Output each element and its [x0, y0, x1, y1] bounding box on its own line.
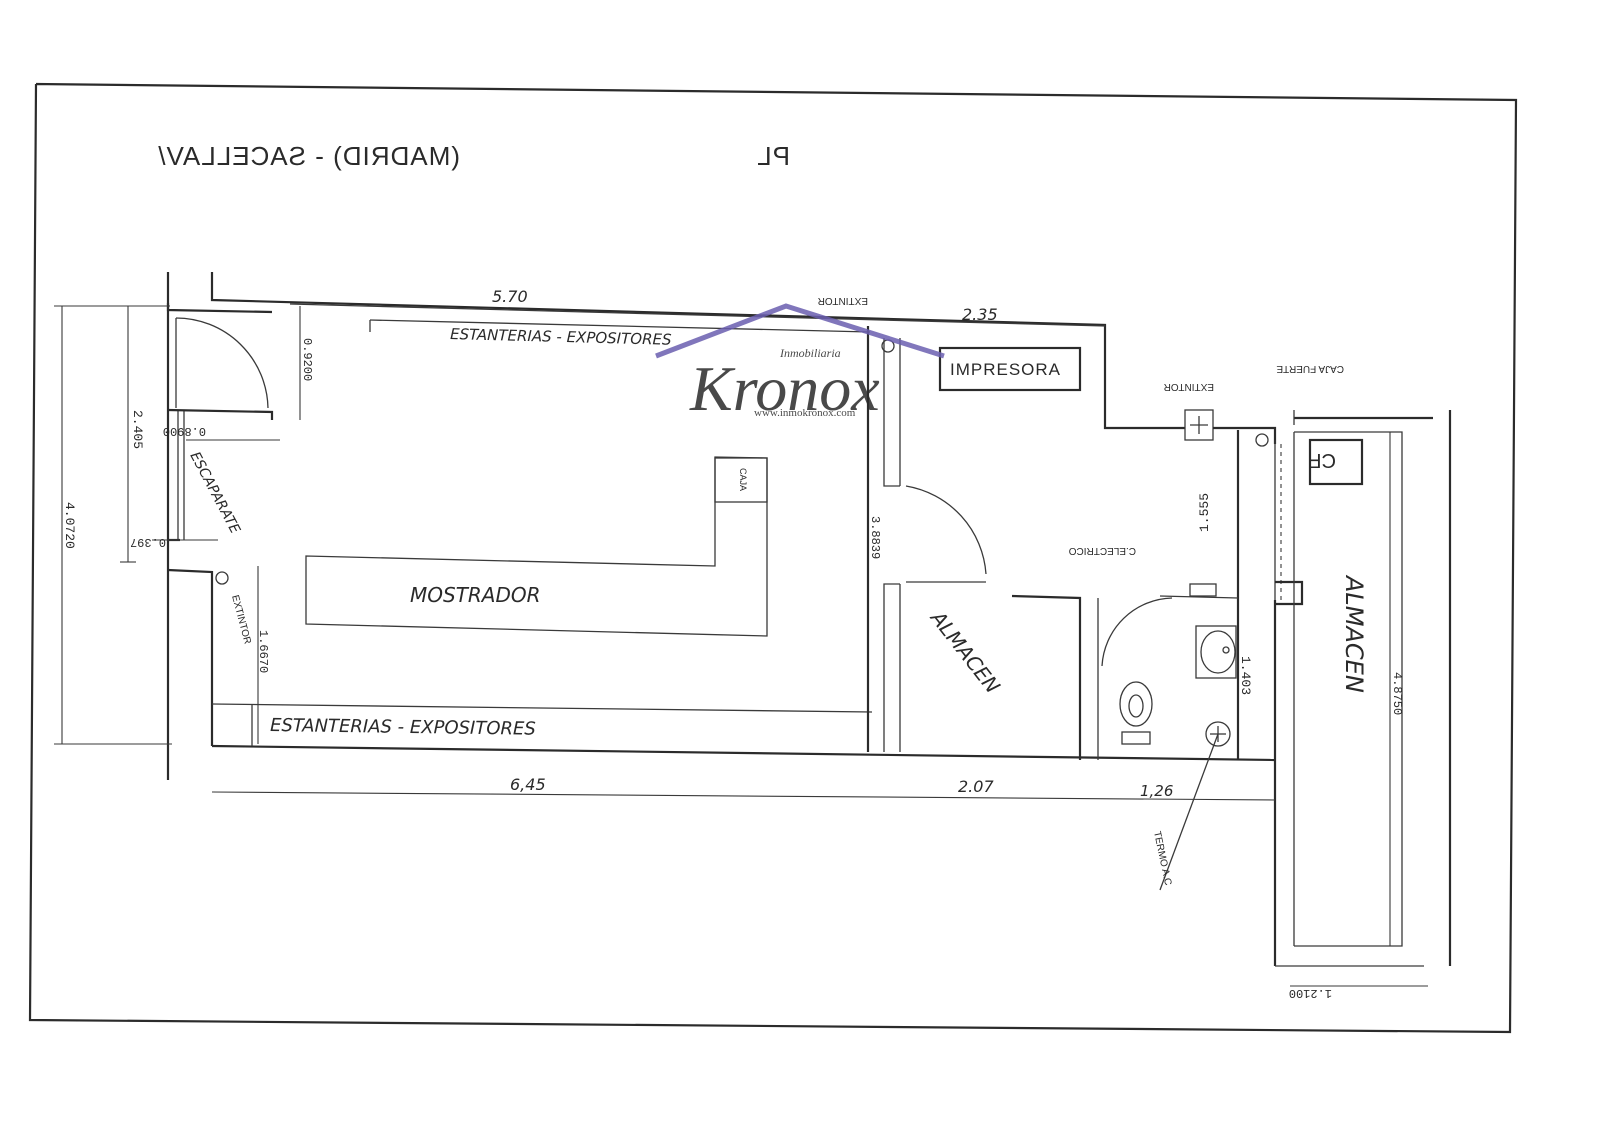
dim-2405: 2.405: [130, 410, 145, 449]
sheet-border: [28, 82, 1518, 1034]
label-electric: C.ELECTRICO: [1069, 545, 1136, 556]
back-rooms: [1011, 338, 1452, 967]
dimension-labels: 5.70 2.35 0.9200 0.8900 2.405 4.0720 0.3…: [62, 287, 1404, 1000]
entrance-door: [175, 317, 269, 409]
label-extinguisher-2: EXTINTOR: [1164, 381, 1214, 392]
label-shelves-top: ESTANTERIAS - EXPOSITORES: [450, 325, 672, 349]
label-window: ESCAPARATE: [186, 449, 242, 536]
label-cash: CAJA: [738, 468, 748, 491]
dim-1403: 1.403: [1238, 656, 1253, 695]
header-redaction: [470, 143, 750, 169]
kronox-watermark: Kronox Inmobiliaria www.inmokronox.com: [655, 303, 945, 424]
dim-235: 2.35: [962, 305, 998, 324]
electric-panel-plus: [1184, 409, 1214, 441]
cash-register: [714, 457, 768, 503]
dim-48750: 4.8750: [1390, 672, 1404, 715]
safe: [1308, 438, 1364, 486]
printer-box: [938, 346, 1082, 392]
dimension-lines: [54, 305, 1428, 987]
dim-12100: 1.2100: [1289, 986, 1332, 1000]
dim-0920: 0.9200: [300, 338, 314, 381]
label-safe-code: CF: [1309, 449, 1336, 471]
watermark-url: www.inmokronox.com: [754, 407, 856, 419]
label-extinguisher-3: EXTINTOR: [229, 594, 253, 646]
dim-40720: 4.0720: [62, 502, 77, 549]
label-water-heater: TERMO A.C: [1151, 830, 1173, 886]
partition: [866, 326, 987, 752]
toilet: [1119, 681, 1153, 727]
dim-126: 1,26: [1140, 782, 1173, 800]
label-storage-2: ALMACEN: [1340, 574, 1368, 693]
dim-207: 2.07: [958, 777, 994, 796]
counter: [305, 456, 768, 637]
watermark-brand: Kronox: [689, 353, 880, 424]
dim-0890: 0.8900: [163, 424, 206, 438]
extinguisher-icon-3: [215, 571, 229, 585]
label-safe-name: CAJA FUERTE: [1276, 363, 1344, 374]
watermark-roof-icon: [655, 303, 945, 359]
dim-645: 6,45: [510, 775, 546, 794]
main-room: [166, 272, 1276, 780]
bathroom-door: [1101, 597, 1173, 667]
dim-16670: 1.6670: [256, 630, 270, 673]
label-printer: IMPRESORA: [950, 360, 1061, 379]
label-counter: MOSTRADOR: [410, 583, 541, 607]
label-shelves-bottom: ESTANTERIAS - EXPOSITORES: [270, 715, 536, 740]
header-title: PL (MADRID) - SACELLAV/: [157, 141, 790, 171]
header-title-prefix: PL: [756, 141, 790, 171]
dim-38839: 3.8839: [868, 516, 882, 559]
electric-box: [1189, 583, 1217, 597]
sink: [1195, 625, 1237, 679]
label-storage-1: ALMACEN: [925, 605, 1005, 698]
header-title-text: (MADRID) - SACELLAV/: [157, 141, 460, 171]
extinguisher-icon-2: [1255, 433, 1269, 447]
dim-1555: 1.555: [1197, 493, 1212, 532]
water-heater: [1205, 721, 1231, 747]
watermark-tagline: Inmobiliaria: [779, 346, 841, 360]
dim-0397: 0.397: [130, 535, 166, 549]
dim-570: 5.70: [492, 287, 528, 306]
label-extinguisher-1: EXTINTOR: [818, 295, 868, 306]
storage-door: [905, 485, 987, 575]
